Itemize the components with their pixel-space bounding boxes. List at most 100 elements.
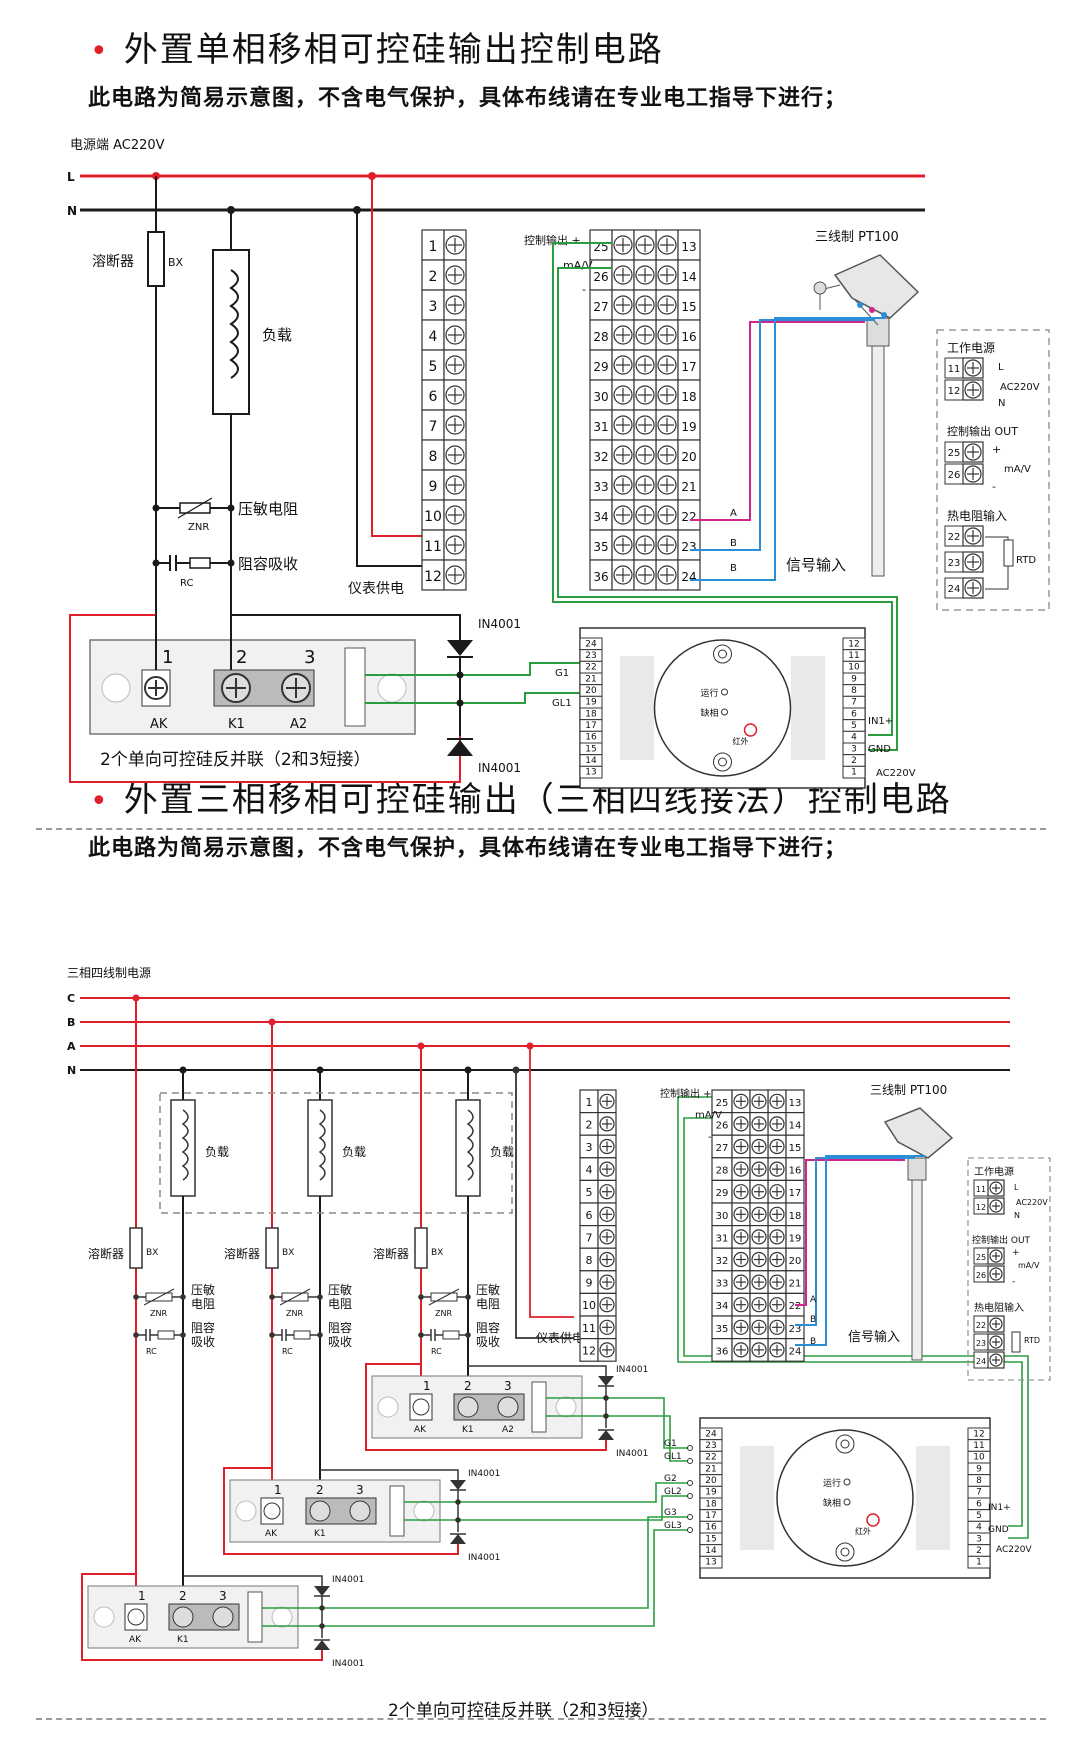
term-left-5: 5 [429,359,438,375]
leg2-term1: 1 [274,1483,282,1497]
m1-rpin-4: 4 [851,733,857,743]
term3-right-21: 21 [789,1279,802,1290]
leg1-term3: 3 [219,1589,227,1603]
term3-mid-27: 27 [716,1143,729,1154]
term-left-1: 1 [429,239,438,255]
term3-mid-31: 31 [716,1233,729,1244]
m1-lpin-15: 15 [585,744,596,754]
svg-text:26: 26 [976,1271,986,1280]
minus-label: - [582,283,586,296]
load-label: 负载 [262,326,292,344]
svg-text:23: 23 [976,1339,986,1348]
m1-lpin-22: 22 [585,663,596,673]
legend3-mav: mA/V [1018,1261,1040,1270]
scr-term-1: 1 [162,647,173,668]
m2-lpin-21: 21 [705,1464,716,1474]
ac220-label: AC220V [876,768,916,779]
leg2-fuse-label: 溶断器 [224,1246,260,1261]
wire3-b2: B [810,1337,816,1347]
m2-lpin-23: 23 [705,1441,716,1451]
legend3-ac: AC220V [1016,1198,1048,1207]
svg-text:24: 24 [948,584,961,595]
legend-n: N [998,398,1005,409]
term3-mid-26: 26 [716,1120,729,1131]
term-right-15: 15 [681,300,696,314]
term3-right-20: 20 [789,1256,802,1267]
term3-mid-35: 35 [716,1324,729,1335]
legend3-n: N [1014,1211,1020,1220]
term-right-20: 20 [681,450,696,464]
leg2-diode-bottom [450,1534,466,1544]
term-left-4: 4 [429,329,438,345]
leg2-snubber-label: 阻容 [328,1320,352,1335]
term3-right-16: 16 [789,1166,802,1177]
rtd3-title: 三线制 PT100 [870,1083,947,1097]
leg3-ak: AK [414,1425,427,1435]
scr-term-3: 3 [304,647,315,668]
scr-label-ak: AK [150,717,168,732]
legend-plus: + [992,443,1001,456]
wire-a-label: A [730,508,737,519]
term-right-21: 21 [681,480,696,494]
term-right-17: 17 [681,360,696,374]
gnd-label: GND [868,744,891,755]
m1-ir-label: 红外 [733,736,749,746]
term3-left-9: 9 [586,1277,593,1290]
diode-bottom-label: IN4001 [478,761,521,775]
term-left-9: 9 [429,479,438,495]
term3-right-19: 19 [789,1233,802,1244]
leg1-term1: 1 [138,1589,146,1603]
gate-label-GL1: GL1 [664,1452,682,1462]
bus-label-C: C [67,992,75,1005]
leg1-fuse-label: 溶断器 [88,1246,124,1261]
ac2203-label: AC220V [996,1545,1032,1555]
legend3-power: 工作电源 [974,1165,1014,1178]
term3-mid-30: 30 [716,1211,729,1222]
term3-left-10: 10 [582,1299,596,1312]
signal-in-label: 信号输入 [786,556,846,574]
legend3-rtd: RTD [1024,1336,1040,1345]
svg-text:12: 12 [976,1203,986,1212]
m1-rpin-10: 10 [848,663,860,673]
legend-box [936,329,1050,611]
m2-lpin-15: 15 [705,1534,716,1544]
term-mid-30: 30 [593,390,608,404]
term-mid-32: 32 [593,450,608,464]
legend-ac: AC220V [1000,382,1040,393]
wire3-a: A [810,1295,817,1305]
leg1-snubber-label: 阻容 [191,1320,215,1335]
m2-lpin-13: 13 [705,1558,716,1568]
m1-lpin-13: 13 [585,768,596,778]
leg3-fuse-label: 溶断器 [373,1246,409,1261]
leg2-snubber-label2: 吸收 [328,1335,352,1349]
term3-mid-34: 34 [716,1301,729,1312]
term3-mid-25: 25 [716,1098,729,1109]
ma-v3-label: mA/V [695,1110,722,1121]
m2-lpin-22: 22 [705,1453,716,1463]
leg1-diode-label-bot: IN4001 [332,1659,364,1669]
leg1-varistor-label: 压敏 [191,1282,215,1297]
m1-rpin-3: 3 [851,744,857,754]
term-right-18: 18 [681,390,696,404]
leg2-ak: AK [265,1529,278,1539]
m2-rpin-1: 1 [976,1558,982,1568]
leg1-fuse-code: BX [146,1248,158,1258]
m2-lpin-17: 17 [705,1511,716,1521]
term3-left-11: 11 [582,1322,596,1335]
legend3-l: L [1014,1183,1019,1192]
svg-text:23: 23 [948,558,961,569]
g1-label: G1 [555,668,569,679]
scr-term-2: 2 [236,647,247,668]
leg2-diode-label-bot: IN4001 [468,1553,500,1563]
m1-lpin-19: 19 [585,698,597,708]
in1-label: IN1+ [868,716,893,727]
m2-rpin-7: 7 [976,1488,982,1498]
leg1-snubber-label2: 吸收 [191,1335,215,1349]
term-mid-29: 29 [593,360,608,374]
term-mid-31: 31 [593,420,608,434]
m1-lpin-23: 23 [585,651,596,661]
